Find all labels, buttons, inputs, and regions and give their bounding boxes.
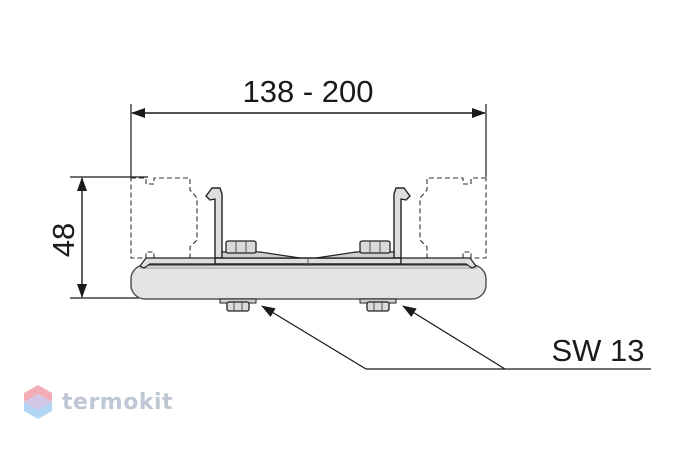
clamp-left-wall [205, 187, 223, 259]
termokit-logo-icon [24, 385, 52, 419]
dashed-profile-left [130, 177, 198, 259]
left-lower-nut [226, 301, 250, 312]
optional-profile-outlines [130, 177, 487, 259]
left-upper-nut [225, 240, 257, 254]
leader-line-right [402, 305, 506, 370]
clamp-right-wall [393, 187, 411, 259]
right-lower-nut [366, 301, 390, 312]
right-upper-nut [359, 240, 391, 254]
width-dimension: 138 - 200 [130, 74, 487, 177]
termokit-watermark: termokit [22, 384, 173, 420]
termokit-brand-text: termokit [62, 389, 174, 415]
base-plate [130, 264, 487, 300]
clamp-right-flange [400, 257, 477, 269]
leader-line-left [261, 305, 367, 370]
width-dimension-label: 138 - 200 [243, 74, 374, 109]
lower-fasteners [219, 298, 397, 312]
upper-fasteners [221, 240, 395, 259]
dashed-profile-right [419, 177, 487, 259]
height-dimension-label: 48 [46, 223, 81, 257]
height-dimension: 48 [46, 176, 148, 299]
clamp-left-flange [139, 257, 216, 269]
wrench-size-label: SW 13 [551, 333, 644, 368]
wrench-size-callout: SW 13 [261, 305, 651, 370]
